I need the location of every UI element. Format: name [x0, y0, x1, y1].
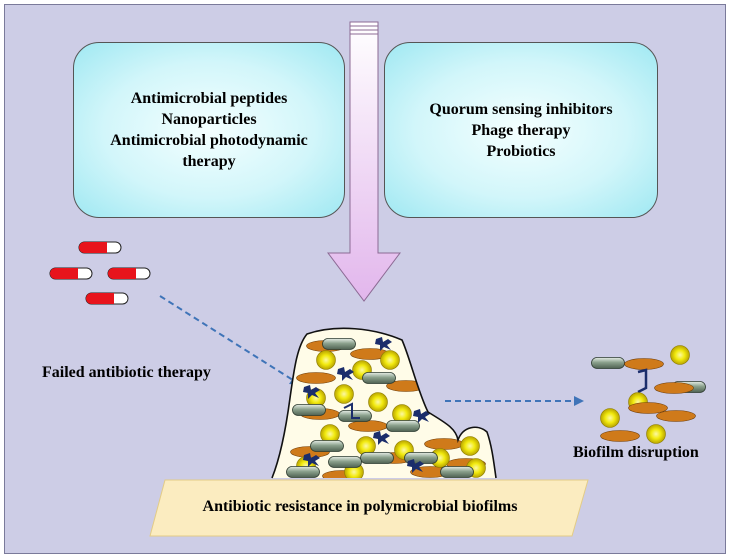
coccus-bacterium-icon	[670, 345, 690, 365]
antibiotic-capsule-icon	[49, 267, 93, 280]
phage-icon	[637, 368, 648, 394]
polymicrobial-biofilm	[271, 327, 497, 479]
alternative-strategies-panel-left: Antimicrobial peptides Nanoparticles Ant…	[73, 42, 345, 218]
panel-line: Quorum sensing inhibitors	[429, 100, 613, 118]
antibiotic-capsule-icon	[78, 241, 122, 254]
oval-bacterium-icon	[600, 430, 640, 442]
oval-bacterium-icon	[656, 410, 696, 422]
panel-line: Phage therapy	[471, 121, 571, 139]
panel-line: Probiotics	[486, 142, 556, 160]
coccus-bacterium-icon	[646, 424, 666, 444]
biofilm-substrate	[149, 479, 589, 537]
panel-line: Antimicrobial photodynamic	[110, 132, 308, 149]
down-arrow-icon	[327, 21, 401, 302]
oval-bacterium-icon	[654, 382, 694, 394]
alternative-strategies-panel-right: Quorum sensing inhibitors Phage therapy …	[384, 42, 658, 218]
panel-line: therapy	[182, 153, 236, 170]
dispersed-organisms	[591, 345, 706, 444]
panel-line: Antimicrobial peptides	[130, 90, 288, 107]
dashed-arrow-to-disruption	[445, 396, 584, 406]
rod-bacterium-icon	[591, 357, 625, 369]
oval-bacterium-icon	[624, 358, 664, 370]
coccus-bacterium-icon	[600, 408, 620, 428]
failed-antibiotic-therapy-label: Failed antibiotic therapy	[42, 364, 211, 381]
biofilm-disruption-label: Biofilm disruption	[573, 444, 699, 461]
antibiotic-capsule-icon	[85, 292, 129, 305]
biofilm-resistance-label: Antibiotic resistance in polymicrobial b…	[202, 498, 518, 515]
antibiotic-capsules	[49, 241, 151, 305]
oval-bacterium-icon	[628, 402, 668, 414]
panel-line: Nanoparticles	[161, 111, 257, 128]
antibiotic-capsule-icon	[107, 267, 151, 280]
